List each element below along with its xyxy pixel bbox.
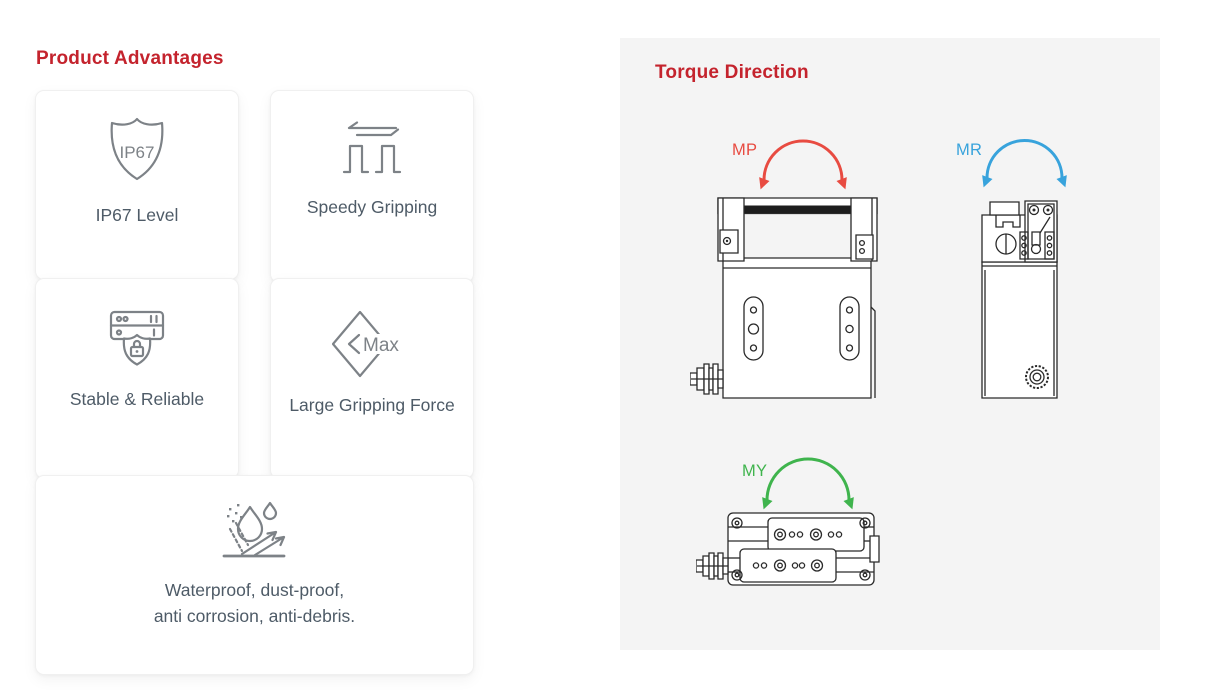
gripper-side-view-drawing: [980, 200, 1060, 400]
torque-arrow-mp: [759, 139, 847, 190]
torque-arrow-my: [762, 457, 854, 510]
ip67-shield-icon: IP67: [110, 117, 164, 181]
advantage-label-line1: Waterproof, dust-proof,: [164, 580, 345, 600]
advantages-title: Product Advantages: [36, 48, 224, 69]
advantage-card-speedy-gripping: Speedy Gripping: [270, 90, 474, 283]
advantage-label-line2: anti corrosion, anti-debris.: [153, 606, 356, 627]
torque-label-mp: MP: [732, 141, 758, 159]
advantage-card-ip67: IP67 IP67 Level: [35, 90, 239, 280]
torque-arrow-mr: [982, 139, 1067, 188]
torque-label-mr: MR: [956, 141, 983, 159]
torque-title: Torque Direction: [655, 62, 809, 83]
advantage-label: IP67 Level: [95, 205, 179, 225]
torque-direction-panel: Torque Direction MP: [620, 38, 1160, 650]
ip67-badge-text: IP67: [120, 143, 155, 162]
max-badge-text: Max: [363, 335, 399, 356]
advantage-card-waterproof: Waterproof, dust-proof, anti corrosion, …: [35, 475, 474, 675]
advantage-label: Large Gripping Force: [289, 395, 455, 415]
device-shield-lock-icon: [109, 310, 165, 366]
advantage-label: Stable & Reliable: [69, 389, 205, 409]
gripper-front-view-drawing: [690, 197, 878, 401]
gripper-top-view-drawing: [696, 510, 882, 590]
gripper-speed-icon: [342, 121, 402, 174]
advantage-card-large-gripping-force: Max Large Gripping Force: [270, 278, 474, 479]
advantage-label: Speedy Gripping: [306, 197, 438, 217]
advantage-card-stable-reliable: Stable & Reliable: [35, 278, 239, 479]
torque-label-my: MY: [742, 462, 768, 480]
max-diamond-icon: Max: [332, 310, 412, 378]
water-splash-icon: [222, 501, 285, 558]
